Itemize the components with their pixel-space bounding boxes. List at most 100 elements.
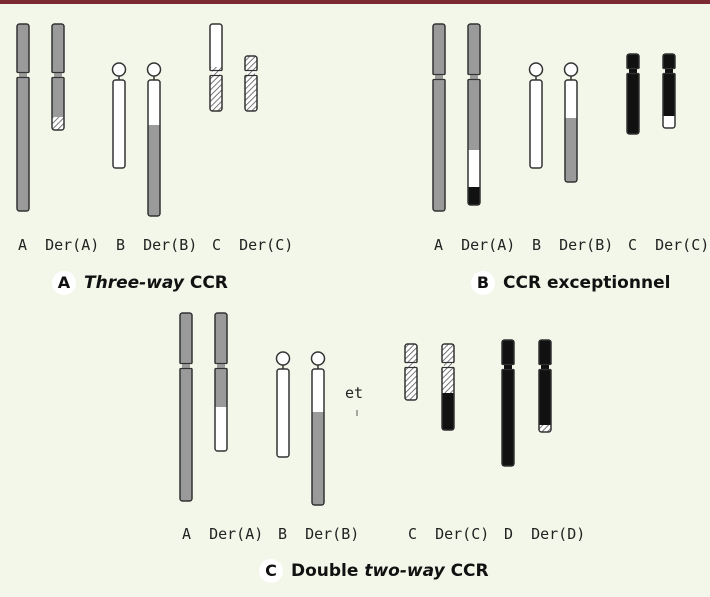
chromosome-segment xyxy=(468,187,480,205)
chromosome-outline xyxy=(244,55,258,112)
centromere-notch-left xyxy=(178,363,182,369)
chromosome-segment xyxy=(52,117,64,130)
label-b-chromosome-a: A Der(A) xyxy=(434,236,516,254)
chrom-c-derB xyxy=(310,351,326,506)
satellite-head xyxy=(111,62,127,77)
chromosome-outline xyxy=(441,343,455,431)
chromosome-segment xyxy=(405,344,417,400)
centromere-notch-right xyxy=(637,68,641,74)
chrom-c-derD xyxy=(537,339,553,433)
chromosome-segment xyxy=(433,24,445,211)
badge-panel-b: B xyxy=(471,271,495,295)
chromosome-segment xyxy=(627,54,639,134)
caption-panel-b: B CCR exceptionnel xyxy=(471,271,670,295)
satellite-head xyxy=(310,351,326,366)
chrom-a-C xyxy=(208,23,224,112)
chromosome-segment xyxy=(210,24,222,67)
chromosome-segment xyxy=(663,54,675,116)
connector-et: et xyxy=(345,384,364,402)
label-a-chromosome-c: C Der(C) xyxy=(212,236,294,254)
centromere-notch-left xyxy=(403,362,407,368)
chromosome-segment xyxy=(565,118,577,182)
chrom-c-derA xyxy=(213,312,229,452)
chromosome-outline xyxy=(564,79,578,183)
chrom-c-derC xyxy=(440,343,456,431)
chromosome-segment xyxy=(277,369,289,457)
caption-c-italic: two-way xyxy=(364,561,445,581)
chromosome-outline xyxy=(404,343,418,401)
centromere-notch-left xyxy=(466,74,470,80)
centromere-notch-right xyxy=(225,363,229,369)
chromosome-outline xyxy=(501,339,515,467)
satellite-head xyxy=(146,62,162,77)
chromosome-outline xyxy=(432,23,446,212)
chromosome-segment xyxy=(113,80,125,168)
chromosome-outline xyxy=(662,53,676,129)
chrom-b-derB xyxy=(563,62,579,183)
caption-a-rest: CCR xyxy=(183,273,228,293)
chrom-b-derA xyxy=(466,23,482,206)
caption-panel-c: C Double two-way CCR xyxy=(259,559,489,583)
chromosome-segment xyxy=(442,393,454,430)
chromosome-segment xyxy=(180,313,192,501)
chromosome-segment xyxy=(148,125,160,216)
centromere-notch-right xyxy=(415,362,419,368)
label-c-chromosome-b: B Der(B) xyxy=(278,525,360,543)
chrom-b-B xyxy=(528,62,544,169)
centromere-notch-right xyxy=(512,364,516,370)
chromosome-outline xyxy=(529,79,543,169)
chrom-c-D xyxy=(500,339,516,467)
chrom-a-B xyxy=(111,62,127,169)
centromere-notch-left xyxy=(440,362,444,368)
centromere-notch-right xyxy=(220,70,224,76)
chromosome-segment xyxy=(502,340,514,466)
chrom-a-derA xyxy=(50,23,66,131)
centromere-notch-right xyxy=(673,68,677,74)
chromosome-segment xyxy=(148,80,160,125)
centromere-notch-left xyxy=(500,364,504,370)
chrom-a-A xyxy=(15,23,31,212)
chromosome-segment xyxy=(539,425,551,432)
chromosome-outline xyxy=(276,368,290,458)
centromere-notch-right xyxy=(452,362,456,368)
chromosome-segment xyxy=(52,24,64,117)
chromosome-outline xyxy=(147,79,161,217)
chromosome-segment xyxy=(539,340,551,425)
chrom-b-C xyxy=(625,53,641,135)
centromere-notch-right xyxy=(549,364,553,370)
chrom-c-C xyxy=(403,343,419,401)
caption-panel-a: A Three-way CCR xyxy=(52,271,228,295)
chromosome-outline xyxy=(16,23,30,212)
chromosome-segment xyxy=(530,80,542,168)
label-c-chromosome-c: C Der(C) xyxy=(408,525,490,543)
centromere-notch-right xyxy=(478,74,482,80)
chrom-b-derC xyxy=(661,53,677,129)
label-b-chromosome-b: B Der(B) xyxy=(532,236,614,254)
centromere-notch-left xyxy=(15,72,19,78)
caption-a-italic: Three-way xyxy=(84,273,184,293)
chromosome-segment xyxy=(312,412,324,505)
chromosome-segment xyxy=(215,407,227,451)
caption-b-text: CCR exceptionnel xyxy=(503,273,671,293)
chromosome-outline xyxy=(626,53,640,135)
label-c-chromosome-a: A Der(A) xyxy=(182,525,264,543)
centromere-notch-right xyxy=(190,363,194,369)
chrom-a-derC xyxy=(243,55,259,112)
chromosome-outline xyxy=(467,23,481,206)
centromere-notch-left xyxy=(431,74,435,80)
label-c-chromosome-d: D Der(D) xyxy=(504,525,586,543)
chromosome-outline xyxy=(538,339,552,433)
chromosome-outline xyxy=(179,312,193,502)
badge-panel-c: C xyxy=(259,559,283,583)
satellite-head xyxy=(275,351,291,366)
top-accent-bar xyxy=(0,0,710,4)
label-a-chromosome-a: A Der(A) xyxy=(18,236,100,254)
chromosome-outline xyxy=(214,312,228,452)
centromere-notch-left xyxy=(243,70,247,76)
caption-c-prefix: Double xyxy=(291,561,365,581)
chromosome-segment xyxy=(215,313,227,407)
centromere-notch-right xyxy=(443,74,447,80)
centromere-notch-left xyxy=(208,70,212,76)
satellite-head xyxy=(563,62,579,77)
